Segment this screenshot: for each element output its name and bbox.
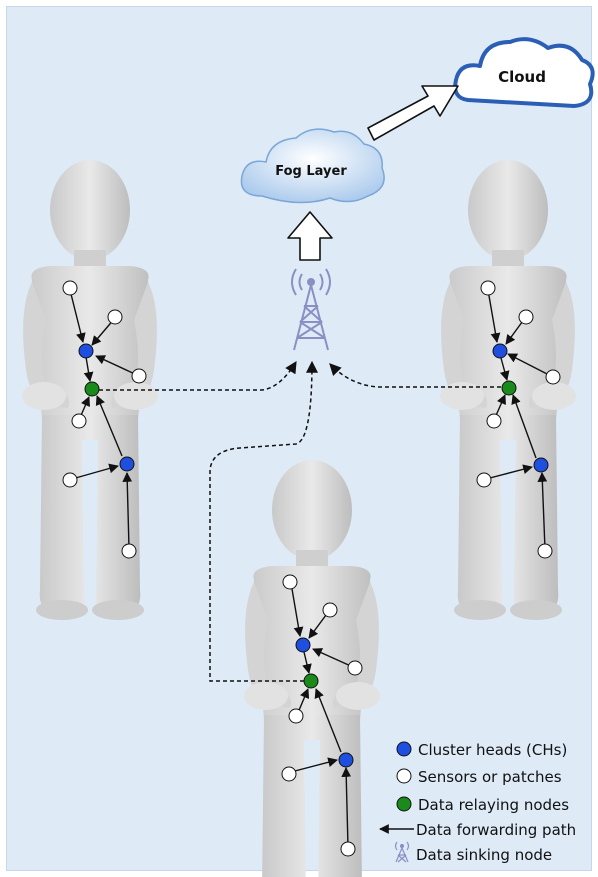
legend-forwarding: Data forwarding path bbox=[416, 821, 576, 839]
sensor-node bbox=[323, 603, 337, 617]
arrow-fog-to-cloud bbox=[368, 86, 458, 140]
sensor-node bbox=[283, 575, 297, 589]
sensor-node bbox=[519, 310, 533, 324]
legend-sinking: Data sinking node bbox=[416, 846, 552, 864]
legend-relay-swatch bbox=[397, 797, 411, 811]
sensor-node bbox=[289, 709, 303, 723]
legend: Cluster heads (CHs) Sensors or patches D… bbox=[380, 741, 576, 864]
relay-node bbox=[304, 674, 318, 688]
legend-relaying: Data relaying nodes bbox=[418, 796, 569, 814]
sensor-node bbox=[282, 767, 296, 781]
cluster-head-node bbox=[296, 638, 310, 652]
sensor-node bbox=[108, 310, 122, 324]
cluster-head-node bbox=[534, 458, 548, 472]
sensor-node bbox=[481, 281, 495, 295]
cluster-head-node bbox=[79, 344, 93, 358]
legend-cluster-heads: Cluster heads (CHs) bbox=[418, 741, 567, 759]
cluster-head-node bbox=[339, 753, 353, 767]
legend-sensors: Sensors or patches bbox=[418, 768, 562, 786]
sensor-node bbox=[341, 842, 355, 856]
sensor-node bbox=[477, 473, 491, 487]
sensor-node bbox=[122, 544, 136, 558]
arrow-tower-to-fog bbox=[288, 212, 332, 260]
sensor-node bbox=[72, 414, 86, 428]
sensor-node bbox=[538, 544, 552, 558]
fog-layer-label: Fog Layer bbox=[275, 164, 347, 179]
sensor-node bbox=[63, 473, 77, 487]
sensor-node bbox=[348, 661, 362, 675]
sensor-node bbox=[132, 369, 146, 383]
antenna-tower-icon bbox=[292, 269, 330, 350]
legend-sensor-swatch bbox=[397, 769, 411, 783]
cluster-head-node bbox=[493, 344, 507, 358]
cluster-head-node bbox=[120, 457, 134, 471]
legend-tower-icon bbox=[396, 842, 409, 862]
sensor-node bbox=[63, 281, 77, 295]
legend-cluster-head-swatch bbox=[397, 742, 411, 756]
sensor-node bbox=[487, 414, 501, 428]
cloud-label: Cloud bbox=[498, 68, 546, 86]
sensor-node bbox=[546, 370, 560, 384]
relay-node bbox=[502, 381, 516, 395]
relay-node bbox=[85, 382, 99, 396]
